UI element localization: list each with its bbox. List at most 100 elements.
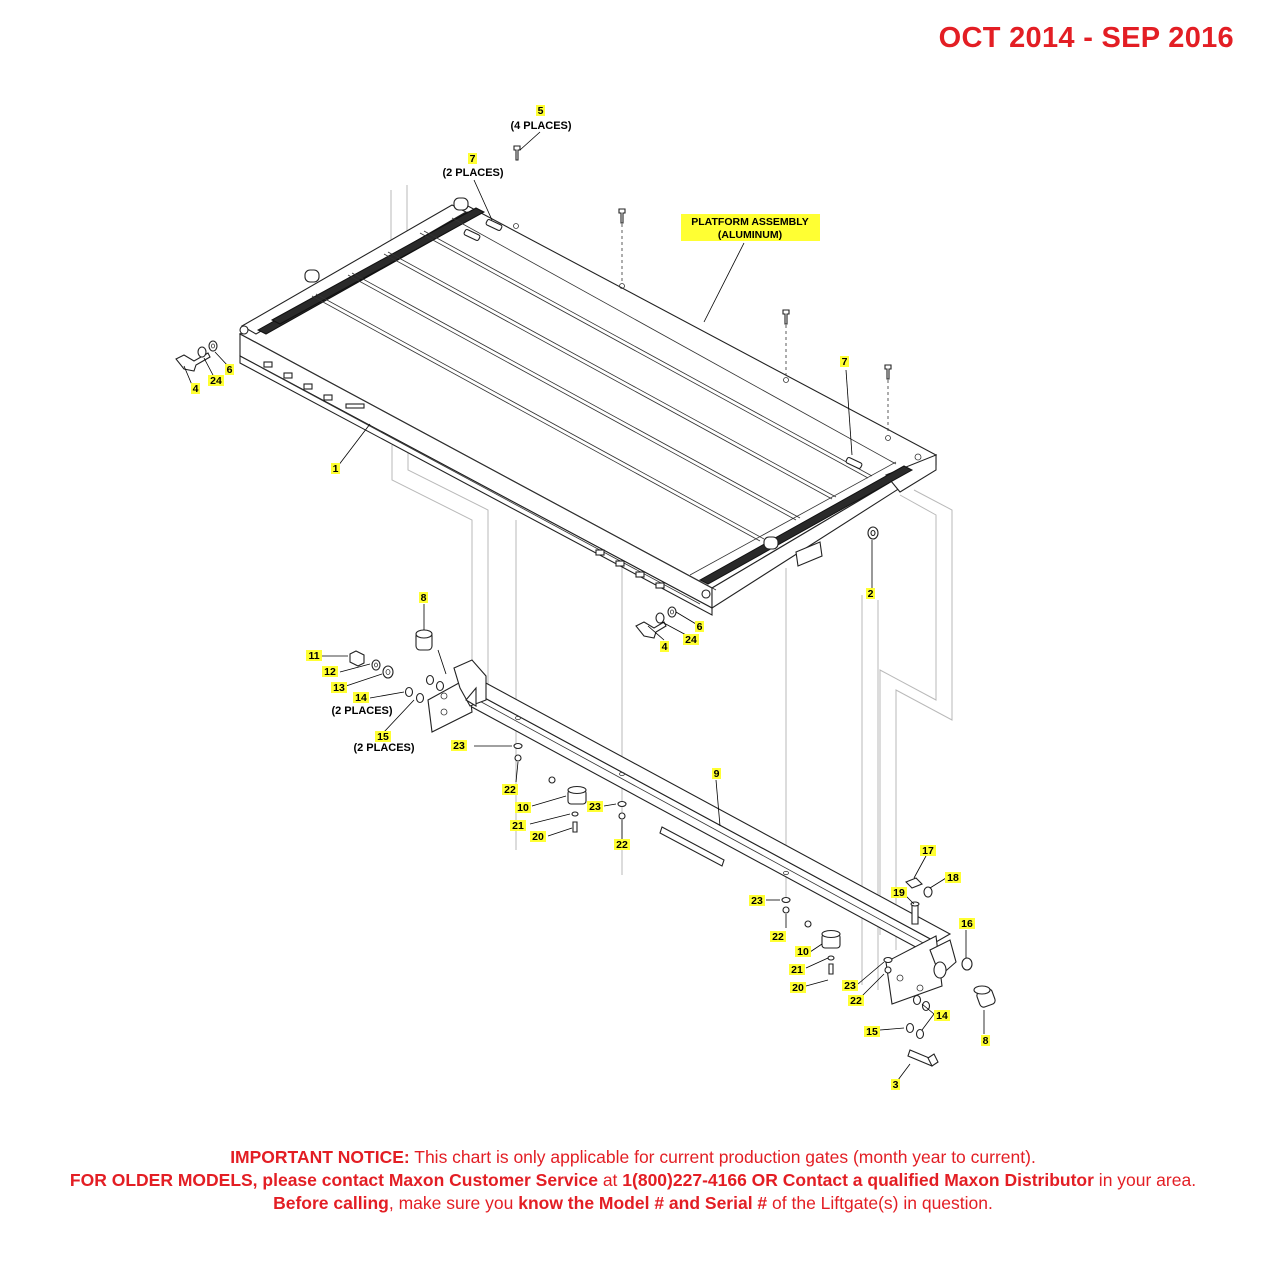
svg-text:14: 14 xyxy=(355,692,367,704)
callout-22-d: 22 xyxy=(848,995,864,1007)
svg-text:23: 23 xyxy=(844,980,856,992)
leader-lines xyxy=(183,131,985,1081)
callout-21-b: 21 xyxy=(789,964,805,976)
callout-9: 9 xyxy=(712,768,721,780)
callout-22-c: 22 xyxy=(770,931,786,943)
notice-know-bold: know the Model # and Serial # xyxy=(518,1193,768,1213)
callout-20-b: 20 xyxy=(790,982,806,994)
callout-4-right: 4 xyxy=(660,641,669,653)
right-bolt-set xyxy=(635,606,677,639)
frame-tube xyxy=(427,659,957,1005)
notice-phone-bold: 1(800)227-4166 OR Contact a qualified Ma… xyxy=(622,1170,1094,1190)
svg-text:13: 13 xyxy=(333,682,345,694)
left-hardware xyxy=(349,650,445,704)
svg-text:1: 1 xyxy=(333,463,339,475)
callout-7-note: (2 PLACES) xyxy=(442,167,503,179)
callout-7-right: 7 xyxy=(840,356,849,368)
callout-18: 18 xyxy=(945,872,961,884)
svg-text:7: 7 xyxy=(842,356,848,368)
notice-lead-bold: IMPORTANT NOTICE: xyxy=(230,1147,410,1167)
svg-text:11: 11 xyxy=(308,650,319,662)
callout-15-left: 15 (2 PLACES) xyxy=(353,731,415,754)
callout-4-left: 4 xyxy=(191,383,200,395)
callout-15-right: 15 xyxy=(864,1026,880,1038)
callout-23-d: 23 xyxy=(842,980,858,992)
svg-text:6: 6 xyxy=(697,621,703,633)
svg-text:4: 4 xyxy=(662,641,668,653)
callout-8-left: 8 xyxy=(419,592,428,604)
svg-text:15: 15 xyxy=(866,1026,878,1038)
left-bolt-set xyxy=(175,340,218,372)
svg-text:8: 8 xyxy=(421,592,427,604)
svg-text:24: 24 xyxy=(210,375,222,387)
svg-text:15: 15 xyxy=(377,731,389,743)
callout-16: 16 xyxy=(959,918,975,930)
callout-22-b: 22 xyxy=(614,839,630,851)
svg-text:22: 22 xyxy=(616,839,628,851)
svg-text:22: 22 xyxy=(772,931,784,943)
callout-12: 12 xyxy=(322,666,338,678)
callout-2: 2 xyxy=(866,588,875,600)
svg-text:2: 2 xyxy=(868,588,874,600)
platform-assembly xyxy=(238,145,938,616)
callout-21-a: 21 xyxy=(510,820,526,832)
svg-text:21: 21 xyxy=(512,820,524,832)
notice-before-bold: Before calling xyxy=(273,1193,389,1213)
svg-text:16: 16 xyxy=(961,918,973,930)
notice-older-bold: FOR OLDER MODELS, please contact Maxon C… xyxy=(69,1170,598,1190)
important-notice: IMPORTANT NOTICE: This chart is only app… xyxy=(60,1146,1206,1215)
callout-24-left: 24 xyxy=(208,375,224,387)
callout-1: 1 xyxy=(331,463,340,475)
header-date-range: OCT 2014 - SEP 2016 xyxy=(938,22,1234,54)
callout-14-note: (2 PLACES) xyxy=(331,705,392,717)
svg-text:22: 22 xyxy=(850,995,862,1007)
notice-tail: of the Liftgate(s) in question. xyxy=(767,1193,993,1213)
svg-text:6: 6 xyxy=(227,364,233,376)
callout-labels: 5 (4 PLACES) 7 (2 PLACES) 7 4 24 6 1 2 8… xyxy=(191,105,990,1091)
svg-text:8: 8 xyxy=(983,1035,989,1047)
platform-label-line1: PLATFORM ASSEMBLY xyxy=(691,216,808,228)
svg-text:4: 4 xyxy=(193,383,199,395)
svg-text:23: 23 xyxy=(751,895,763,907)
callout-11: 11 xyxy=(306,650,322,662)
bumper-hardware xyxy=(513,742,893,975)
callout-23-c: 23 xyxy=(749,895,765,907)
svg-text:10: 10 xyxy=(797,946,809,958)
svg-text:9: 9 xyxy=(714,768,720,780)
svg-text:17: 17 xyxy=(922,845,934,857)
svg-text:23: 23 xyxy=(589,801,601,813)
svg-text:10: 10 xyxy=(517,802,529,814)
svg-text:12: 12 xyxy=(324,666,336,678)
svg-text:3: 3 xyxy=(893,1079,899,1091)
platform-assembly-label: PLATFORM ASSEMBLY (ALUMINUM) xyxy=(681,214,820,241)
callout-20-a: 20 xyxy=(530,831,546,843)
svg-text:20: 20 xyxy=(532,831,544,843)
callout-6-left: 6 xyxy=(225,364,234,376)
callout-7-top: 7 (2 PLACES) xyxy=(442,153,504,179)
svg-text:23: 23 xyxy=(453,740,465,752)
notice-make-sure: , make sure you xyxy=(388,1193,519,1213)
callout-14-right: 14 xyxy=(934,1010,950,1022)
notice-area: in your area. xyxy=(1093,1170,1197,1190)
svg-text:5: 5 xyxy=(538,105,544,117)
callout-6-right: 6 xyxy=(695,621,704,633)
svg-text:22: 22 xyxy=(504,784,516,796)
platform-label-line2: (ALUMINUM) xyxy=(718,229,782,241)
callout-19: 19 xyxy=(891,887,907,899)
callout-8-right: 8 xyxy=(981,1035,990,1047)
callout-24-right: 24 xyxy=(683,634,699,646)
callout-5-note: (4 PLACES) xyxy=(510,120,571,132)
callout-13: 13 xyxy=(331,682,347,694)
bushing-item-8 xyxy=(415,629,996,1008)
callout-10-a: 10 xyxy=(515,802,531,814)
callout-14-left: 14 (2 PLACES) xyxy=(331,692,393,717)
callout-5: 5 (4 PLACES) xyxy=(510,105,572,132)
callout-23-b: 23 xyxy=(587,801,603,813)
callout-22-a: 22 xyxy=(502,784,518,796)
notice-at: at xyxy=(597,1170,623,1190)
svg-text:24: 24 xyxy=(685,634,697,646)
callout-10-b: 10 xyxy=(795,946,811,958)
right-hardware xyxy=(905,877,973,1067)
svg-text:21: 21 xyxy=(791,964,803,976)
